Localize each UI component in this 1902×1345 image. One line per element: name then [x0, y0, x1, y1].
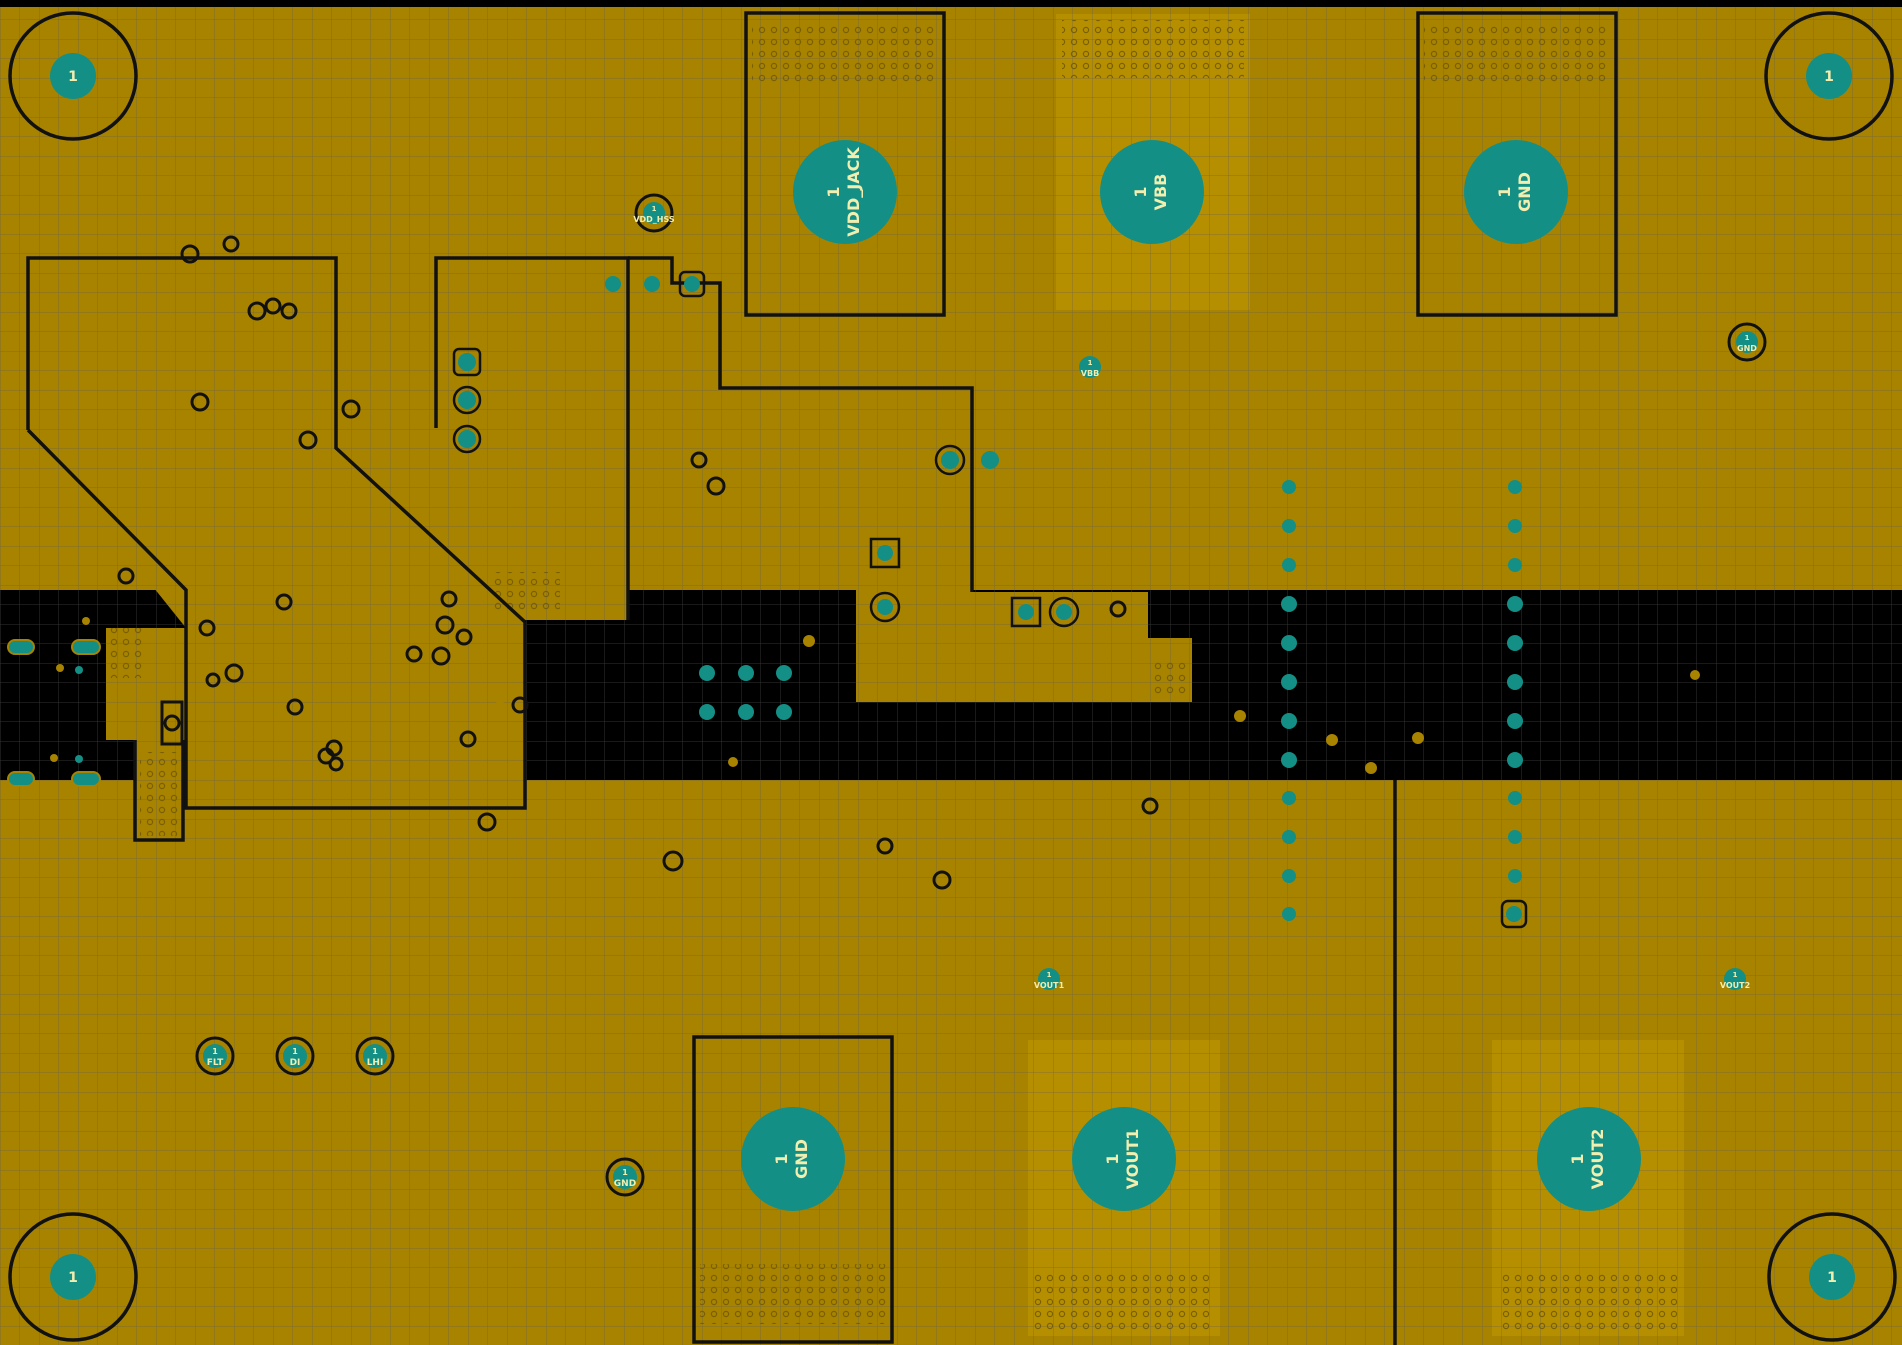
keepout-outlines — [26, 11, 1618, 1345]
test-point-vdd-hss[interactable]: 1 VDD_HSS — [633, 193, 675, 233]
connector-pin-number: 1 — [772, 1153, 791, 1164]
test-point-gnd-bottom[interactable]: 1 GND — [605, 1157, 645, 1197]
connector-pin-number: 1 — [1568, 1153, 1587, 1164]
connector-vout2[interactable]: 1 VOUT2 — [1537, 1107, 1641, 1211]
test-point-di[interactable]: 1 DI — [275, 1036, 315, 1076]
test-point-gnd-right[interactable]: 1 GND — [1727, 322, 1767, 362]
board-top-edge — [0, 0, 1902, 7]
small-vias — [50, 617, 1700, 774]
connector-pin-number: 1 — [824, 186, 843, 197]
test-point-lhi[interactable]: 1 LHI — [355, 1036, 395, 1076]
mounting-hole-bottom-right[interactable]: 1 — [1767, 1212, 1897, 1342]
connector-net-label: GND — [1515, 172, 1534, 212]
connector-net-label: GND — [792, 1139, 811, 1179]
mounting-hole-bottom-left[interactable]: 1 — [8, 1212, 138, 1342]
test-point-flt[interactable]: 1 FLT — [195, 1036, 235, 1076]
connector-net-label: VOUT2 — [1588, 1129, 1607, 1190]
test-point-number: 1 — [622, 1168, 628, 1177]
test-point-net: GND — [1737, 344, 1757, 353]
connector-pin-number: 1 — [1131, 186, 1150, 197]
test-point-number: 1 — [212, 1047, 218, 1056]
test-point-vout2[interactable]: 1 VOUT2 — [1720, 968, 1750, 990]
test-point-number: 1 — [1733, 971, 1738, 979]
mounting-hole-label: 1 — [1824, 69, 1834, 85]
test-point-net: GND — [614, 1179, 636, 1189]
mounting-hole-top-right[interactable]: 1 — [1764, 11, 1894, 141]
mounting-hole-label: 1 — [68, 69, 78, 85]
test-point-number: 1 — [1047, 971, 1052, 979]
via-rings — [117, 235, 1159, 890]
test-point-number: 1 — [372, 1047, 378, 1056]
connector-net-label: VDD_JACK — [844, 147, 863, 237]
test-point-number: 1 — [1745, 334, 1750, 342]
connector-gnd-bottom[interactable]: 1 GND — [741, 1107, 845, 1211]
connector-vdd-jack[interactable]: 1 VDD_JACK — [793, 140, 897, 244]
test-point-net: DI — [290, 1058, 301, 1068]
mounting-hole-top-left[interactable]: 1 — [8, 11, 138, 141]
mounting-hole-label: 1 — [68, 1270, 78, 1286]
test-point-net: VBB — [1081, 369, 1099, 378]
test-point-net: VDD_HSS — [633, 215, 675, 224]
test-point-number: 1 — [292, 1047, 298, 1056]
mounting-hole-label: 1 — [1827, 1270, 1837, 1286]
edge-pads — [7, 639, 184, 787]
test-point-number: 1 — [1088, 359, 1093, 367]
connector-gnd-top[interactable]: 1 GND — [1464, 140, 1568, 244]
component-pads — [452, 270, 1528, 929]
test-point-net: VOUT1 — [1034, 981, 1065, 990]
connector-net-label: VBB — [1151, 174, 1170, 211]
test-point-net: FLT — [207, 1058, 224, 1068]
connector-pin-number: 1 — [1103, 1153, 1122, 1164]
connector-vout1[interactable]: 1 VOUT1 — [1072, 1107, 1176, 1211]
connector-vbb[interactable]: 1 VBB — [1100, 140, 1204, 244]
connector-net-label: VOUT1 — [1123, 1129, 1142, 1190]
test-point-net: VOUT2 — [1720, 981, 1750, 990]
test-point-vout1[interactable]: 1 VOUT1 — [1034, 968, 1065, 990]
test-point-vbb[interactable]: 1 VBB — [1079, 356, 1101, 378]
test-point-net: LHI — [367, 1058, 384, 1068]
test-point-number: 1 — [652, 205, 657, 213]
connector-pin-number: 1 — [1495, 186, 1514, 197]
via-columns — [1281, 480, 1523, 921]
